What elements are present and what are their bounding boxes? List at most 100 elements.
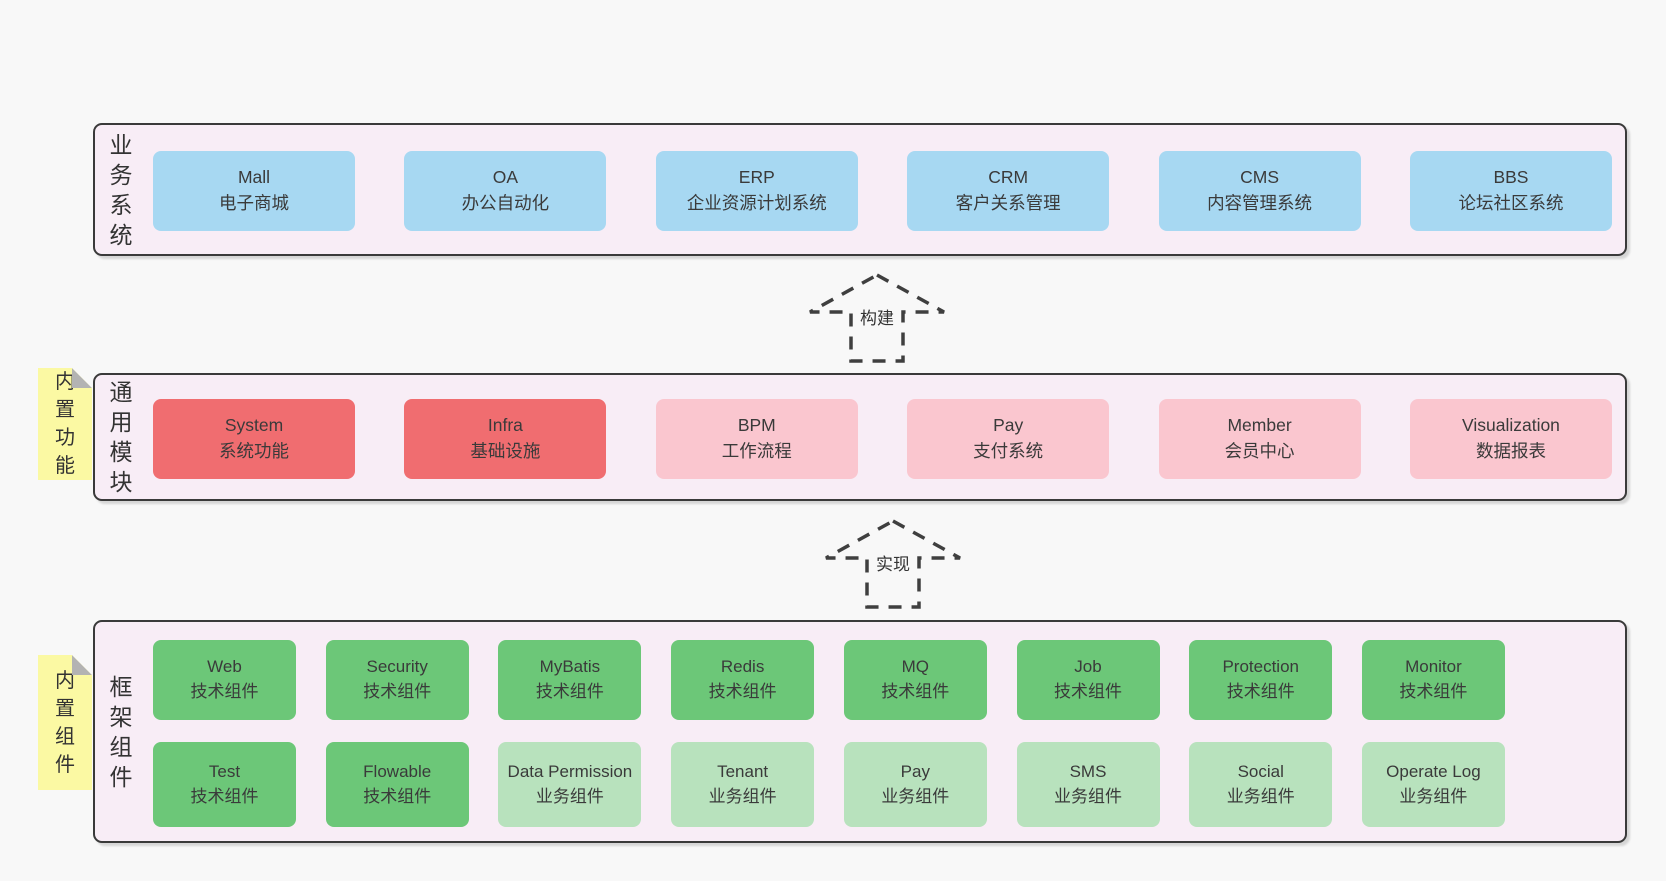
box-test: Test 技术组件 (153, 742, 296, 827)
box-operate-log-name: Operate Log (1386, 761, 1481, 781)
box-flowable: Flowable 技术组件 (325, 742, 469, 827)
box-bbs-desc: 论坛社区系统 (1458, 193, 1564, 213)
box-job-desc: 技术组件 (1054, 682, 1123, 701)
box-job: Job 技术组件 (1016, 640, 1160, 720)
box-member-name: Member (1227, 415, 1292, 436)
box-mall: Mall 电子商城 (153, 151, 355, 231)
box-crm: CRM 客户关系管理 (907, 151, 1110, 231)
box-oa-name: OA (492, 167, 519, 188)
box-pay-component-desc: 业务组件 (881, 786, 950, 806)
build-arrow: 构建 (807, 272, 947, 364)
business-systems-row: Mall 电子商城 OA 办公自动化 ERP 企业资源计划系统 CRM 客户关系… (153, 151, 1612, 231)
box-visualization: Visualization 数据报表 (1409, 399, 1612, 479)
box-bbs: BBS 论坛社区系统 (1409, 151, 1612, 231)
box-social-desc: 业务组件 (1226, 786, 1295, 806)
box-oa-desc: 办公自动化 (461, 193, 550, 213)
box-pay-module-name: Pay (993, 415, 1024, 436)
box-pay-component: Pay 业务组件 (843, 742, 987, 827)
box-mq: MQ 技术组件 (843, 640, 987, 720)
box-test-name: Test (208, 761, 241, 781)
framework-components-row-2: Test 技术组件 Flowable 技术组件 Data Permission … (153, 742, 1505, 827)
box-mybatis-name: MyBatis (539, 657, 601, 677)
box-monitor-name: Monitor (1405, 657, 1462, 677)
box-bbs-name: BBS (1493, 167, 1529, 188)
box-operate-log-desc: 业务组件 (1399, 786, 1468, 806)
box-data-permission-desc: 业务组件 (535, 786, 604, 806)
box-protection: Protection 技术组件 (1189, 640, 1333, 720)
box-sms: SMS 业务组件 (1016, 742, 1160, 827)
sticky-builtin-features: 内置功能 (38, 368, 92, 480)
box-monitor-desc: 技术组件 (1399, 682, 1468, 701)
box-web: Web 技术组件 (153, 640, 296, 720)
box-sms-desc: 业务组件 (1054, 786, 1123, 806)
box-visualization-name: Visualization (1461, 415, 1560, 436)
box-crm-name: CRM (988, 167, 1029, 188)
band-common-modules: 通用模块 System 系统功能 Infra 基础设施 BPM 工作流程 Pay… (93, 373, 1627, 501)
box-operate-log: Operate Log 业务组件 (1361, 742, 1505, 827)
box-data-permission-name: Data Permission (507, 761, 633, 781)
box-infra-name: Infra (487, 415, 523, 436)
folded-corner-icon (72, 655, 92, 675)
box-flowable-desc: 技术组件 (363, 786, 432, 806)
box-social: Social 业务组件 (1189, 742, 1333, 827)
common-modules-row: System 系统功能 Infra 基础设施 BPM 工作流程 Pay 支付系统… (153, 399, 1612, 479)
box-erp: ERP 企业资源计划系统 (655, 151, 858, 231)
box-infra-desc: 基础设施 (470, 441, 541, 461)
box-bpm: BPM 工作流程 (655, 399, 858, 479)
framework-components-row-1: Web 技术组件 Security 技术组件 MyBatis 技术组件 Redi… (153, 640, 1505, 720)
box-tenant-name: Tenant (717, 761, 769, 781)
box-system: System 系统功能 (153, 399, 355, 479)
box-crm-desc: 客户关系管理 (955, 193, 1061, 213)
box-pay-module: Pay 支付系统 (907, 399, 1110, 479)
band-framework-components: 框架组件 Web 技术组件 Security 技术组件 MyBatis 技术组件… (93, 620, 1627, 843)
sticky-builtin-components: 内置组件 (38, 655, 92, 790)
dashed-up-arrow-icon (825, 519, 961, 609)
box-test-desc: 技术组件 (190, 786, 259, 806)
box-redis-desc: 技术组件 (708, 682, 777, 701)
box-mall-desc: 电子商城 (219, 193, 289, 213)
box-protection-name: Protection (1222, 657, 1299, 677)
box-erp-desc: 企业资源计划系统 (686, 193, 827, 213)
box-system-name: System (224, 415, 284, 436)
box-mall-name: Mall (237, 167, 271, 188)
box-mybatis-desc: 技术组件 (535, 682, 604, 701)
box-member: Member 会员中心 (1158, 399, 1361, 479)
box-oa: OA 办公自动化 (404, 151, 607, 231)
box-security-name: Security (366, 657, 428, 677)
box-monitor: Monitor 技术组件 (1361, 640, 1505, 720)
box-security-desc: 技术组件 (363, 682, 432, 701)
box-erp-name: ERP (738, 167, 775, 188)
band-common-modules-label: 通用模块 (109, 379, 133, 495)
build-arrow-label: 构建 (856, 303, 898, 330)
box-flowable-name: Flowable (363, 761, 432, 781)
folded-corner-icon (72, 368, 92, 388)
sticky-builtin-features-label: 内置功能 (55, 371, 75, 477)
band-business-systems: 业务系统 Mall 电子商城 OA 办公自动化 ERP 企业资源计划系统 CRM… (93, 123, 1627, 256)
box-job-name: Job (1074, 657, 1102, 677)
band-framework-components-label: 框架组件 (109, 673, 133, 790)
box-security: Security 技术组件 (325, 640, 469, 720)
box-bpm-name: BPM (737, 415, 776, 436)
box-tenant-desc: 业务组件 (708, 786, 777, 806)
sticky-builtin-components-label: 内置组件 (55, 669, 75, 776)
box-infra: Infra 基础设施 (404, 399, 607, 479)
box-social-name: Social (1237, 761, 1284, 781)
box-web-desc: 技术组件 (190, 682, 259, 701)
box-mq-desc: 技术组件 (881, 682, 950, 701)
box-member-desc: 会员中心 (1224, 441, 1295, 461)
dashed-up-arrow-icon (809, 273, 945, 363)
box-protection-desc: 技术组件 (1226, 682, 1295, 701)
box-redis: Redis 技术组件 (671, 640, 815, 720)
box-mybatis: MyBatis 技术组件 (498, 640, 642, 720)
box-sms-name: SMS (1069, 761, 1107, 781)
implement-arrow-label: 实现 (872, 549, 914, 576)
box-pay-module-desc: 支付系统 (973, 441, 1044, 461)
box-cms-desc: 内容管理系统 (1207, 193, 1313, 213)
box-web-name: Web (207, 657, 242, 677)
implement-arrow: 实现 (823, 518, 963, 610)
band-business-systems-label: 业务系统 (109, 131, 133, 248)
box-pay-component-name: Pay (900, 761, 930, 781)
box-visualization-desc: 数据报表 (1475, 441, 1546, 461)
box-tenant: Tenant 业务组件 (671, 742, 815, 827)
